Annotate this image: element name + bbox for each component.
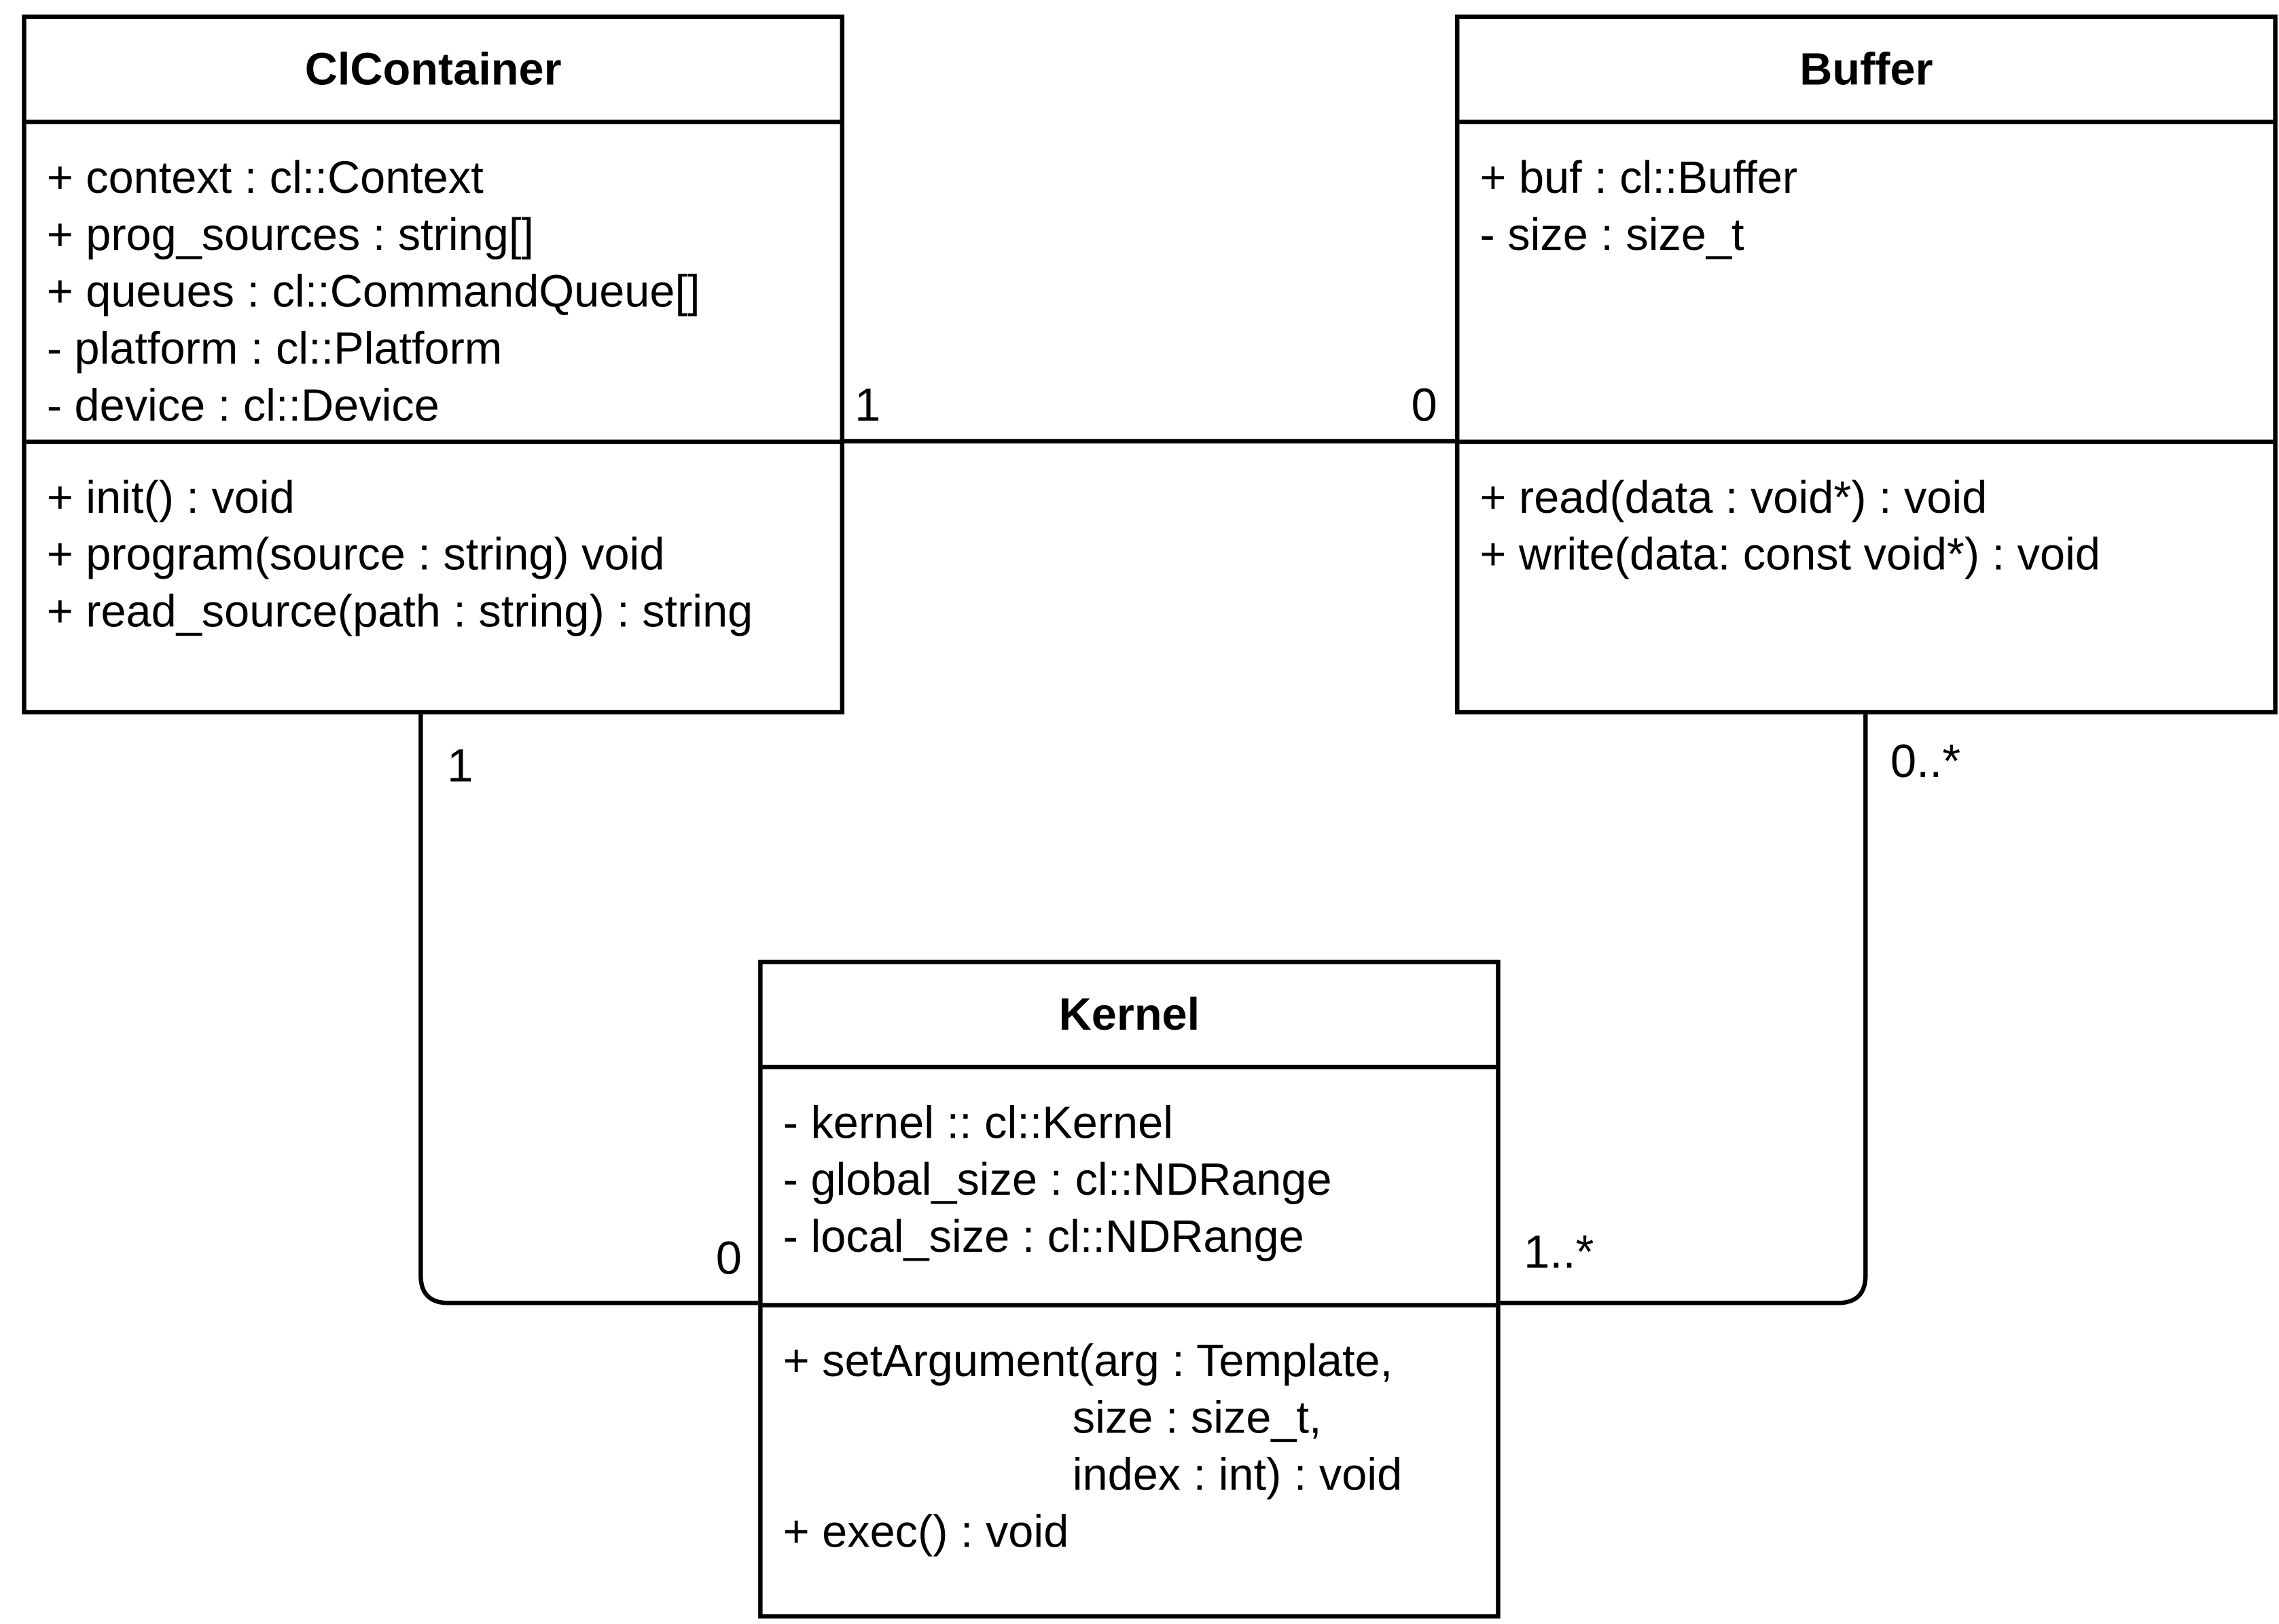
methods-compartment: + setArgument(arg : Template, size : siz… (763, 1307, 1496, 1560)
multiplicity-container-kernel-top: 1 (447, 739, 473, 792)
methods-compartment: + init() : void + program(source : strin… (26, 444, 840, 640)
attributes-compartment: - kernel :: cl::Kernel - global_size : c… (762, 1069, 1496, 1307)
attribute: + buf : cl::Buffer (1479, 151, 1798, 203)
attribute: - size : size_t (1479, 209, 1744, 260)
association-container-kernel (418, 712, 760, 1305)
method: + read(data : void*) : void (1479, 471, 1988, 523)
multiplicity-container-buffer-left: 1 (855, 378, 881, 431)
method: + read_source(path : string) : string (46, 585, 753, 637)
multiplicity-buffer-kernel-bottom: 1..* (1524, 1225, 1594, 1278)
method: size : size_t, (783, 1392, 1322, 1443)
attribute: - platform : cl::Platform (46, 323, 503, 374)
attribute: + queues : cl::CommandQueue[] (46, 266, 700, 317)
method: + write(data: const void*) : void (1479, 528, 2100, 580)
attribute: - global_size : cl::NDRange (783, 1153, 1332, 1206)
association-buffer-kernel (1499, 712, 1868, 1305)
attribute: - local_size : cl::NDRange (783, 1210, 1304, 1263)
multiplicity-buffer-kernel-top: 0..* (1890, 734, 1961, 788)
method: index : int) : void (783, 1449, 1403, 1500)
attribute: + context : cl::Context (46, 151, 484, 203)
multiplicity-container-buffer-right: 0 (1411, 378, 1437, 431)
attribute: + prog_sources : string[] (46, 209, 534, 260)
class-clcontainer[interactable]: ClContainer + context : cl::Context + pr… (22, 14, 845, 715)
methods-compartment: + read(data : void*) : void + write(data… (1459, 444, 2273, 583)
class-name-buffer: Buffer (1459, 19, 2274, 124)
class-buffer[interactable]: Buffer + buf : cl::Buffer - size : size_… (1454, 14, 2278, 715)
multiplicity-container-kernel-bottom: 0 (715, 1231, 742, 1284)
method: + exec() : void (783, 1506, 1069, 1557)
class-name-kernel: Kernel (762, 964, 1496, 1070)
class-kernel[interactable]: Kernel - kernel :: cl::Kernel - global_s… (758, 959, 1501, 1619)
method: + program(source : string) void (46, 528, 665, 580)
attributes-compartment: + context : cl::Context + prog_sources :… (26, 124, 840, 444)
method: + init() : void (46, 471, 295, 523)
attributes-compartment: + buf : cl::Buffer - size : size_t (1459, 124, 2274, 444)
method: + setArgument(arg : Template, (783, 1335, 1393, 1386)
attribute: - device : cl::Device (46, 380, 439, 431)
class-name-clcontainer: ClContainer (26, 19, 840, 124)
attribute: - kernel :: cl::Kernel (783, 1097, 1174, 1149)
